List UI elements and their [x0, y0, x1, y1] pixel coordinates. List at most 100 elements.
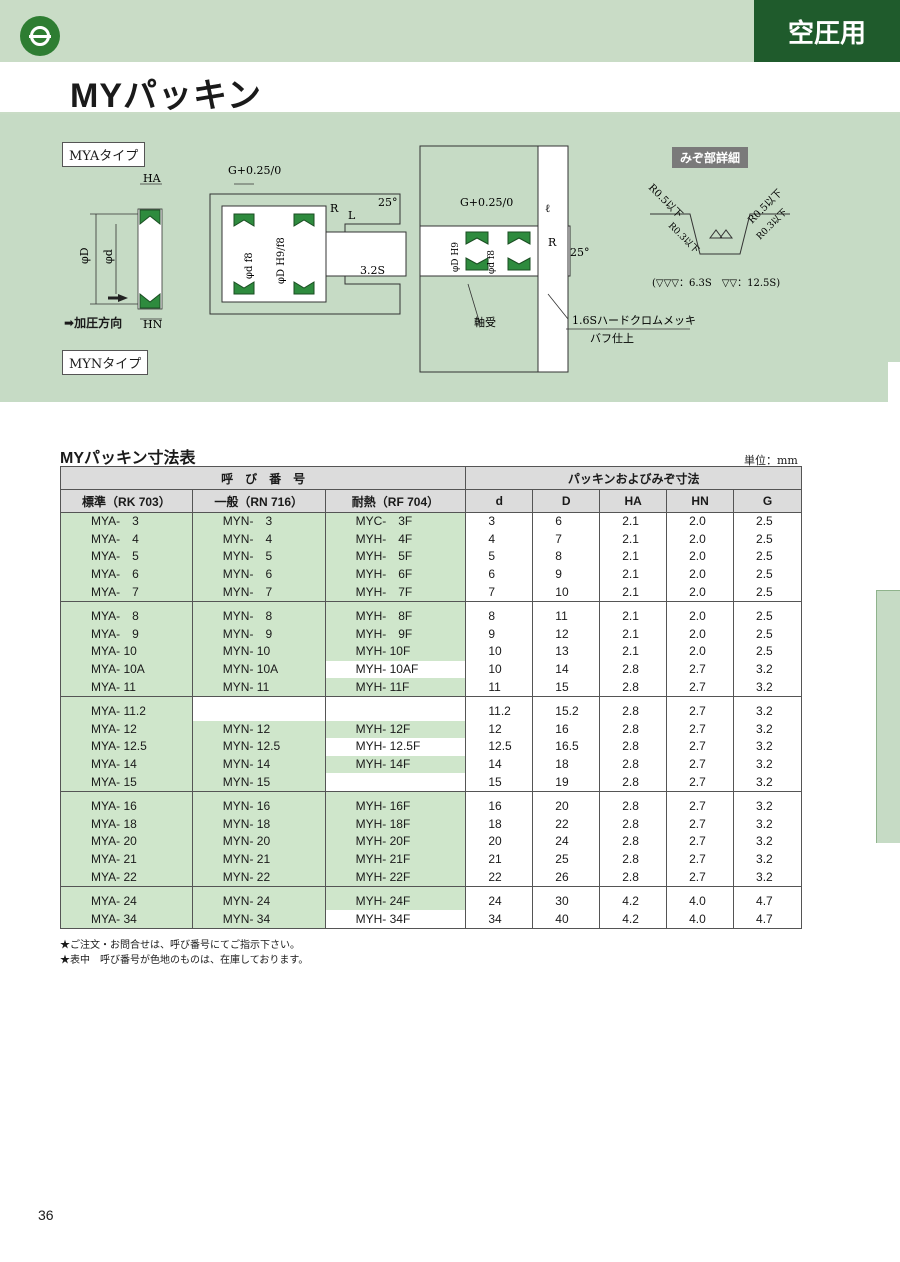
cell-standard: MYA- 11	[60, 678, 193, 697]
cell-general: MYN- 22	[191, 868, 326, 887]
cell-heat: MYH- 24F	[324, 886, 466, 911]
cell-ha: 4.2	[599, 910, 667, 930]
cell-d: 12.5	[465, 738, 533, 756]
r-label-1: R	[330, 202, 339, 215]
cell-ha: 2.8	[599, 660, 667, 679]
cell-general: MYN- 15	[191, 773, 326, 792]
cell-general: MYN- 6	[191, 565, 326, 584]
cell-hn: 2.7	[666, 696, 734, 721]
cell-D: 7	[532, 530, 600, 549]
cell-hn: 2.7	[666, 678, 734, 697]
cell-heat: MYH- 12F	[324, 720, 466, 739]
cell-standard: MYA- 5	[60, 548, 193, 566]
roughness-legend: (▽▽▽：6.3S ▽▽：12.5S)	[652, 278, 780, 289]
cell-heat	[324, 696, 466, 721]
brand-logo-icon	[20, 16, 60, 56]
cell-standard: MYA- 9	[60, 625, 193, 644]
cell-d: 21	[465, 850, 533, 869]
cell-D: 11	[532, 601, 600, 626]
cell-hn: 2.0	[666, 643, 734, 661]
cell-D: 13	[532, 643, 600, 661]
phi-D-h9-label: φD H9	[451, 242, 461, 272]
cell-general: MYN- 14	[191, 755, 326, 774]
cell-heat: MYH- 22F	[324, 868, 466, 887]
cell-d: 4	[465, 530, 533, 549]
cell-D: 16.5	[532, 738, 600, 756]
cell-d: 5	[465, 548, 533, 566]
cell-general: MYN- 10A	[191, 660, 326, 679]
cell-hn: 2.7	[666, 815, 734, 834]
cell-hn: 2.0	[666, 530, 734, 549]
cell-heat: MYH- 10AF	[324, 660, 466, 679]
cell-d: 16	[465, 791, 533, 816]
cell-d: 8	[465, 601, 533, 626]
cell-D: 22	[532, 815, 600, 834]
cell-hn: 2.7	[666, 868, 734, 887]
cell-standard: MYA- 18	[60, 815, 193, 834]
cell-g: 2.5	[733, 512, 802, 531]
cell-ha: 2.8	[599, 678, 667, 697]
page-number: 36	[38, 1207, 54, 1223]
cell-general: MYN- 3	[191, 512, 326, 531]
cell-D: 10	[532, 583, 600, 602]
cell-heat: MYC- 3F	[324, 512, 466, 531]
cell-standard: MYA- 15	[60, 773, 193, 792]
cell-hn: 2.7	[666, 738, 734, 756]
cell-d: 15	[465, 773, 533, 792]
col-header-hn: HN	[666, 489, 735, 513]
ha-label: HA	[143, 172, 162, 185]
cell-ha: 2.8	[599, 850, 667, 869]
cell-heat: MYH- 7F	[324, 583, 466, 602]
cell-general: MYN- 20	[191, 833, 326, 851]
cell-heat: MYH- 4F	[324, 530, 466, 549]
call-number-group-header: 呼 び 番 号	[59, 466, 467, 490]
cell-standard: MYA- 22	[60, 868, 193, 887]
cell-heat: MYH- 34F	[324, 910, 466, 930]
cell-general: MYN- 4	[191, 530, 326, 549]
cell-D: 15	[532, 678, 600, 697]
cell-D: 20	[532, 791, 600, 816]
cell-d: 18	[465, 815, 533, 834]
dimension-group-header: パッキンおよびみぞ寸法	[465, 466, 802, 490]
cell-ha: 4.2	[599, 886, 667, 911]
cell-g: 4.7	[733, 910, 802, 930]
cell-standard: MYA- 14	[60, 755, 193, 774]
cell-hn: 2.7	[666, 755, 734, 774]
cell-general: MYN- 21	[191, 850, 326, 869]
cell-d: 14	[465, 755, 533, 774]
cell-g: 2.5	[733, 643, 802, 661]
cell-d: 9	[465, 625, 533, 644]
cell-d: 12	[465, 720, 533, 739]
cell-ha: 2.8	[599, 738, 667, 756]
table-column-header-row: 標準（RK 703） 一般（RN 716） 耐熱（RF 704） d D HA …	[60, 489, 802, 513]
cell-standard: MYA- 10A	[60, 660, 193, 679]
groove-detail	[650, 213, 790, 255]
col-header-ha: HA	[599, 489, 668, 513]
footnote-2: ★表中 呼び番号が色地のものは、在庫しております。	[60, 955, 309, 966]
arrow-right-icon: ➡	[64, 316, 75, 330]
cell-general: MYN- 5	[191, 548, 326, 566]
phi-D-h9-f8-label: φD H9/f8	[276, 237, 287, 284]
cell-g: 2.5	[733, 548, 802, 566]
cell-hn: 2.7	[666, 720, 734, 739]
cell-general: MYN- 16	[191, 791, 326, 816]
cell-heat: MYH- 11F	[324, 678, 466, 697]
cell-g: 2.5	[733, 583, 802, 602]
angle-label-2: 25°	[570, 246, 590, 259]
cell-general	[191, 696, 326, 721]
cell-hn: 2.0	[666, 625, 734, 644]
cell-hn: 2.0	[666, 548, 734, 566]
cell-D: 12	[532, 625, 600, 644]
cell-d: 7	[465, 583, 533, 602]
cell-g: 3.2	[733, 850, 802, 869]
cell-D: 8	[532, 548, 600, 566]
table-group-header-row: 呼 び 番 号 パッキンおよびみぞ寸法	[59, 466, 802, 490]
